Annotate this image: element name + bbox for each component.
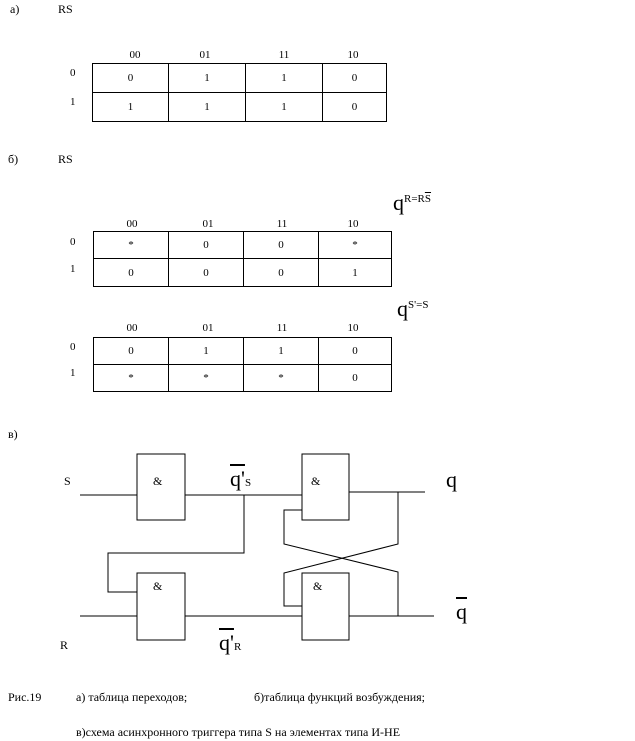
map-b2-col-3: 10 [347,322,359,334]
formula-qr-eq: =R [411,193,425,205]
map-b1-col-1: 01 [202,218,214,230]
map-b1-cell: 0 [93,258,169,287]
part-b-vars: RS [58,152,73,166]
map-b1-row-1: 1 [70,263,76,275]
map-a-cell: 0 [322,63,387,93]
map-b2-col-0: 00 [126,322,138,334]
part-b-label: б) [8,152,19,166]
gate-3-symbol: & [153,579,163,593]
map-b1-col-0: 00 [126,218,138,230]
formula-qs-q: q [397,296,408,321]
part-c-label: в) [8,427,18,441]
map-b1-cell: * [93,231,169,259]
wire-qs-to-g3 [107,495,245,593]
map-b1-cell: 0 [243,231,319,259]
input-s-label: S [64,474,71,488]
map-a-cell: 1 [168,92,246,122]
map-b1-col-2: 11 [276,218,288,230]
map-a-cell: 1 [92,92,169,122]
caption-a: а) таблица переходов; [76,690,188,704]
formula-qr-q: q [393,190,404,215]
map-b2-cell: * [168,364,244,392]
formula-qs: qS'=S [397,298,428,320]
map-a-cell: 1 [245,92,323,122]
map-b2-row-1: 1 [70,367,76,379]
map-b2-cell: 1 [243,337,319,365]
caption-b: б)таблица функций возбуждения; [254,690,426,704]
map-a-row-1: 1 [70,96,76,108]
karnaugh-map-b1: * 0 0 * 0 0 0 1 [93,231,392,287]
karnaugh-map-a: 0 1 1 0 1 1 1 0 [92,63,387,122]
map-a-col-3: 10 [347,49,359,61]
label-qr-sub: R [233,641,242,653]
map-a-col-2: 11 [278,49,290,61]
formula-qr-sup: R [404,193,412,205]
label-qs-inverted: q'S [230,468,251,490]
part-a-vars: RS [58,2,73,16]
karnaugh-map-b2: 0 1 1 0 * * * 0 [93,337,392,392]
nand-gate-4 [301,572,350,641]
map-b1-col-3: 10 [347,218,359,230]
map-a-cell: 1 [168,63,246,93]
map-a-cell: 0 [322,92,387,122]
map-b2-col-1: 01 [202,322,214,334]
nand-gate-3 [136,572,186,641]
formula-qs-eq: =S [416,299,429,311]
gate-4-symbol: & [313,579,323,593]
caption-c: в)схема асинхронного триггера типа S на … [76,725,401,739]
input-r-label: R [60,638,69,652]
map-b2-cell: * [93,364,169,392]
output-q-label: q [446,467,457,492]
gate-2-symbol: & [311,474,321,488]
map-b2-cell: 0 [318,364,392,392]
map-b1-cell: * [318,231,392,259]
formula-qr: qR=RS [393,192,431,214]
caption-fig: Рис.19 [8,690,42,704]
map-b1-cell: 1 [318,258,392,287]
wire-q-feedback [283,492,399,607]
map-b1-row-0: 0 [70,236,76,248]
label-qr-main: q' [219,630,234,655]
wire-qbar-feedback [283,509,399,616]
map-a-row-0: 0 [70,67,76,79]
gate-1-symbol: & [153,474,163,488]
label-qs-sub: S [244,477,252,489]
output-qbar-label: q [456,599,467,624]
label-qs-main: q' [230,466,245,491]
part-a-label: а) [10,2,20,16]
formula-qr-bar: S [424,193,432,205]
nand-gate-1 [136,453,186,521]
map-b1-cell: 0 [243,258,319,287]
label-qr-inverted: q'R [219,632,241,654]
map-b2-cell: * [243,364,319,392]
map-a-col-1: 01 [199,49,211,61]
nand-gate-2 [301,453,350,521]
formula-qs-sup: S' [408,299,417,311]
map-a-col-0: 00 [129,49,141,61]
map-b1-cell: 0 [168,258,244,287]
map-b2-col-2: 11 [276,322,288,334]
map-b2-row-0: 0 [70,341,76,353]
